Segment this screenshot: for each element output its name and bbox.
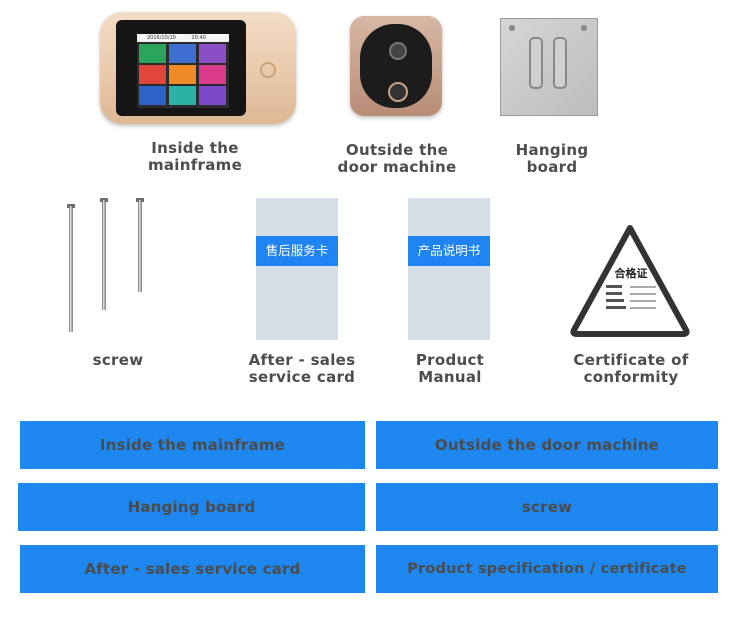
board-hole: [581, 25, 587, 31]
certificate-labels: [606, 285, 626, 309]
menu-tile: [139, 86, 166, 105]
menu-tile: [199, 65, 226, 84]
caption-line: service card: [248, 368, 356, 386]
certificate-image: [570, 225, 690, 337]
caption-line: Manual: [418, 368, 482, 386]
device-date: 2016/10/10: [147, 35, 176, 41]
certificate-triangle: [570, 225, 690, 337]
mainframe-image: 2016/10/10 20:40: [100, 12, 296, 124]
caption-product-manual: Product Manual: [396, 352, 504, 386]
service-card-image: 售后服务卡: [256, 198, 338, 340]
menu-tile: [169, 44, 196, 63]
door-machine-image: [350, 16, 442, 116]
caption-screw: screw: [68, 352, 168, 369]
caption-line: mainframe: [147, 156, 243, 174]
door-machine-face: [360, 24, 432, 108]
table-cell: Hanging board: [18, 483, 365, 531]
caption-line: Outside the: [345, 141, 449, 159]
menu-tile: [139, 65, 166, 84]
mainframe-status-bar: 2016/10/10 20:40: [137, 34, 229, 42]
screws-image: [67, 198, 144, 332]
service-card-band: 售后服务卡: [256, 236, 338, 266]
caption-hanging-board: Hanging board: [494, 142, 610, 176]
board-slot: [553, 37, 567, 89]
menu-tile: [199, 86, 226, 105]
screw-icon: [136, 198, 144, 292]
caption-line: Hanging: [515, 141, 589, 159]
mainframe-screen: 2016/10/10 20:40: [137, 34, 229, 108]
table-cell: Inside the mainframe: [20, 421, 365, 469]
board-slot: [529, 37, 543, 89]
caption-line: Inside the: [151, 139, 239, 157]
hanging-board-image: [500, 18, 598, 116]
certificate-lines: [630, 286, 656, 309]
caption-line: Product: [415, 351, 485, 369]
menu-tile: [169, 65, 196, 84]
table-cell: After - sales service card: [20, 545, 365, 593]
product-manual-band: 产品说明书: [408, 236, 490, 266]
doorbell-button-icon: [388, 82, 408, 102]
table-cell: Outside the door machine: [376, 421, 718, 469]
board-hole: [509, 25, 515, 31]
mainframe-button: [260, 62, 276, 78]
certificate-seal-title: 合格证: [614, 267, 648, 280]
caption-service-card: After - sales service card: [230, 352, 374, 386]
device-time: 20:40: [191, 35, 206, 41]
menu-tile: [169, 86, 196, 105]
caption-mainframe: Inside the mainframe: [130, 140, 260, 174]
table-cell: screw: [376, 483, 718, 531]
menu-tile: [139, 44, 166, 63]
caption-line: Certificate of: [573, 351, 689, 369]
table-cell: Product specification / certificate: [376, 545, 718, 593]
caption-line: door machine: [337, 158, 457, 176]
product-manual-image: 产品说明书: [408, 198, 490, 340]
caption-line: After - sales: [248, 351, 356, 369]
screw-icon: [100, 198, 108, 310]
menu-tile: [199, 44, 226, 63]
caption-certificate: Certificate of conformity: [556, 352, 706, 386]
camera-lens-icon: [389, 42, 407, 60]
screw-icon: [67, 204, 75, 332]
caption-line: screw: [92, 351, 144, 369]
caption-line: conformity: [583, 368, 679, 386]
caption-line: board: [526, 158, 578, 176]
caption-door-machine: Outside the door machine: [320, 142, 474, 176]
